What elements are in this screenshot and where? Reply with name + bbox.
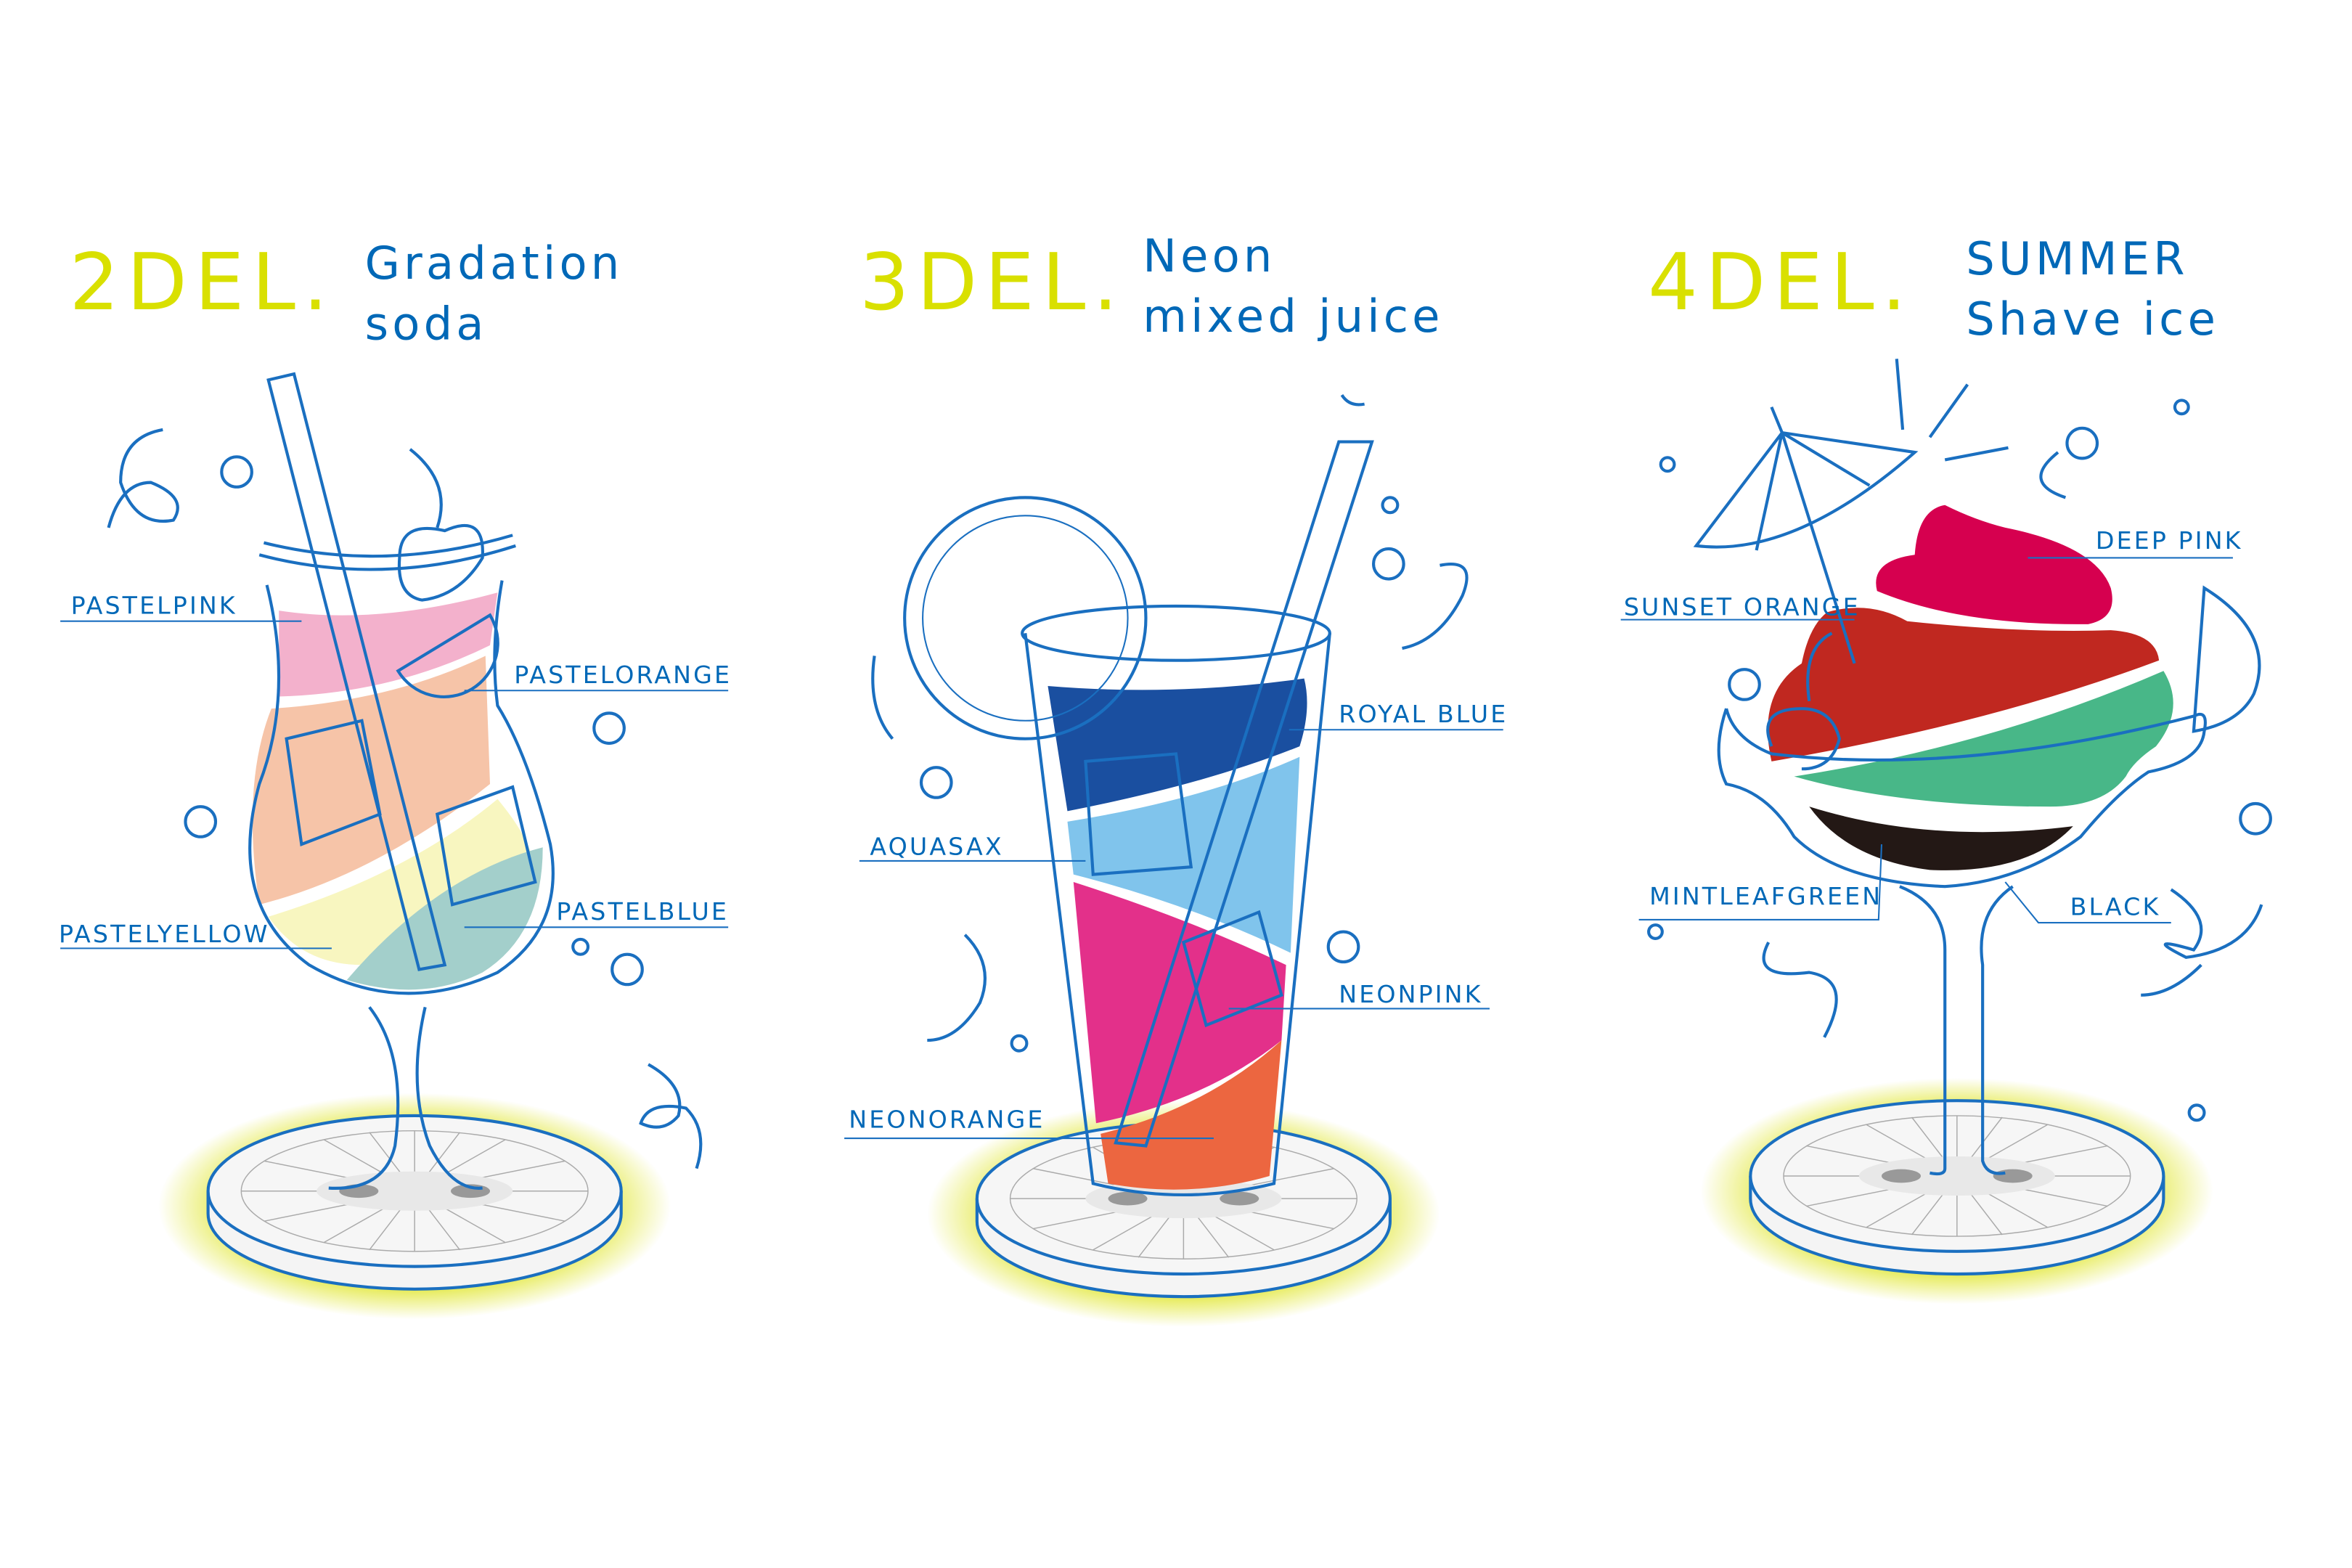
layer-sunset-orange	[1768, 608, 2160, 761]
layer-neonpink	[1073, 882, 1286, 1124]
layer-pastelpink	[279, 592, 498, 697]
coaster	[158, 1093, 671, 1320]
coaster	[1701, 1078, 2213, 1304]
label-mintleafgreen: MINTLEAFGREEN	[1649, 882, 1882, 910]
layer-pastelyellow	[268, 799, 536, 965]
drink-title-line1: SUMMER	[1966, 232, 2188, 285]
label-neonorange: NEONORANGE	[849, 1106, 1045, 1134]
drink-summer-shave-ice: 4DEL. SUMMER Shave ice DEEP PINK SUNSET …	[1620, 232, 2272, 1304]
drink-gradation-soda: 2DEL. Gradation soda PASTELPINK PASTELOR…	[59, 237, 732, 1320]
drink-title-line2: Shave ice	[1966, 293, 2219, 346]
drink-neon-mixed-juice: 3DEL. Neon mixed juice ROYAL BLUE AQUASA…	[844, 229, 1508, 1327]
drink-title-line2: soda	[365, 297, 488, 350]
label-pastelblue: PASTELBLUE	[556, 897, 729, 926]
layer-mintleafgreen	[1794, 671, 2173, 807]
drink-number: 4DEL.	[1648, 237, 1914, 328]
label-black: BLACK	[2070, 893, 2161, 921]
layer-neonorange	[1101, 1040, 1282, 1190]
layer-black	[1809, 807, 2073, 870]
drink-title-line1: Gradation	[365, 237, 624, 290]
label-pastelpink: PASTELPINK	[71, 591, 237, 619]
drink-number: 2DEL.	[70, 237, 336, 328]
drink-title-line2: mixed juice	[1143, 290, 1443, 343]
label-sunset-orange: SUNSET ORANGE	[1624, 592, 1861, 621]
layer-aquasax	[1067, 756, 1300, 953]
label-pastelorange: PASTELORANGE	[514, 661, 732, 689]
layer-royal-blue	[1048, 678, 1307, 812]
label-deep-pink: DEEP PINK	[2096, 526, 2243, 555]
label-aquasax: AQUASAX	[870, 833, 1003, 861]
layer-pastelblue	[346, 847, 543, 990]
layer-deep-pink	[1876, 505, 2112, 624]
label-pastelyellow: PASTELYELLOW	[59, 920, 270, 948]
drink-title-line1: Neon	[1143, 229, 1275, 282]
label-neonpink: NEONPINK	[1339, 980, 1482, 1008]
label-royal-blue: ROYAL BLUE	[1339, 700, 1508, 728]
drink-number: 3DEL.	[859, 237, 1126, 328]
